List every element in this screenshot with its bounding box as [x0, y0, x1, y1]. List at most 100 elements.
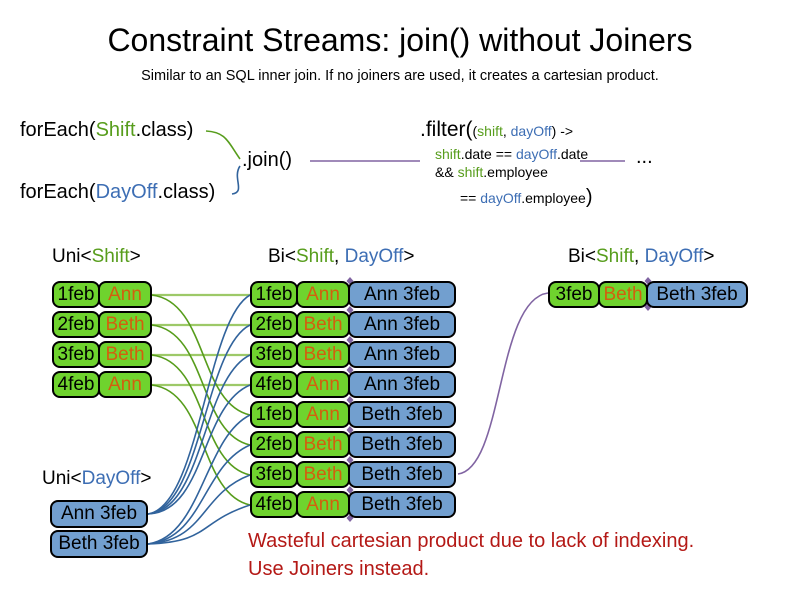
shift-date-cell: 4feb: [52, 371, 100, 398]
shift-cross-lines: [151, 294, 251, 506]
shift-employee-cell: Beth: [296, 311, 350, 338]
code-text: .class): [157, 181, 216, 203]
code-text: ==: [460, 190, 481, 206]
shift-date-cell: 4feb: [250, 491, 298, 518]
shift-employee-cell: Beth: [296, 431, 350, 458]
shift-employee-cell: Ann: [296, 401, 350, 428]
header-text: Uni<: [42, 468, 82, 489]
dayoff-arg-token: dayOff: [515, 146, 557, 162]
filter-head: .filter(: [420, 118, 473, 141]
header-text: ,: [634, 246, 645, 267]
comma: ,: [502, 123, 511, 139]
code-text: &&: [435, 164, 458, 180]
dayoff-pair-cell: Beth 3feb: [348, 431, 456, 458]
shift-date-cell: 2feb: [52, 311, 100, 338]
shift-type-token: Shift: [596, 246, 635, 267]
shift-date-cell: 1feb: [250, 281, 298, 308]
shift-date-cell: 1feb: [52, 281, 100, 308]
shift-arg-token: shift: [457, 164, 484, 180]
shift-date-cell: 3feb: [548, 281, 600, 308]
dayoff-type-token: DayOff: [344, 246, 404, 267]
shift-date-cell: 3feb: [250, 341, 298, 368]
page-subtitle: Similar to an SQL inner join. If no join…: [141, 68, 659, 84]
code-join: .join(): [242, 149, 293, 171]
shift-employee-cell: Ann: [98, 281, 152, 308]
shift-date-cell: 1feb: [250, 401, 298, 428]
header-uni-shift: Uni<Shift>: [52, 246, 141, 268]
shift-date-cell: 2feb: [250, 311, 298, 338]
dayoff-class-token: DayOff: [95, 181, 158, 203]
code-filter-line2: shift.date == dayOff.date: [435, 146, 588, 162]
warning-line: Use Joiners instead.: [248, 558, 430, 580]
dayoff-arg-token: dayOff: [480, 190, 522, 206]
arrow: ) ->: [551, 123, 574, 139]
code-filter-line1: .filter((shift, dayOff) ->: [420, 118, 573, 142]
header-uni-dayoff: Uni<DayOff>: [42, 468, 152, 490]
code-text: .employee: [483, 164, 548, 180]
shift-arg-token: shift: [477, 123, 503, 139]
dayoff-pair-cell: Beth 3feb: [348, 491, 456, 518]
shift-date-cell: 2feb: [250, 431, 298, 458]
dayoff-pair-cell: Beth 3feb: [348, 461, 456, 488]
shift-employee-cell: Beth: [296, 341, 350, 368]
dayoff-pair-cell: Beth 3feb: [646, 281, 748, 308]
code-text: .date ==: [460, 146, 516, 162]
dayoff-type-token: DayOff: [81, 468, 141, 489]
page-title: Constraint Streams: join() without Joine…: [107, 22, 693, 58]
shift-class-token: Shift: [95, 119, 136, 141]
shift-direct-lines: [152, 293, 250, 387]
shift-employee-cell: Ann: [296, 371, 350, 398]
header-text: >: [403, 246, 415, 267]
shift-employee-cell: Beth: [598, 281, 648, 308]
code-filter-line3: && shift.employee: [435, 164, 548, 180]
dayoff-brace-line: [231, 165, 241, 195]
shift-date-cell: 3feb: [52, 341, 100, 368]
shift-date-cell: 4feb: [250, 371, 298, 398]
dayoff-pair-cell: Ann 3feb: [348, 311, 456, 338]
header-bi-right: Bi<Shift, DayOff>: [568, 246, 714, 268]
header-text: ,: [334, 246, 345, 267]
paren: (: [472, 123, 478, 139]
shift-employee-cell: Ann: [296, 281, 350, 308]
code-text: forEach(: [20, 181, 96, 203]
header-text: >: [140, 468, 152, 489]
dayoff-pair-cell: Ann 3feb: [348, 281, 456, 308]
shift-employee-cell: Beth: [296, 461, 350, 488]
dayoff-pair-cell: Beth 3feb: [348, 401, 456, 428]
closing-paren: ): [585, 186, 593, 208]
code-text: .class): [135, 119, 194, 141]
header-text: Bi<: [268, 246, 296, 267]
dayoff-row: Beth 3feb: [50, 530, 148, 558]
dayoff-cross-lines: [147, 294, 251, 545]
code-ellipsis: ...: [636, 146, 653, 168]
dayoff-type-token: DayOff: [644, 246, 704, 267]
shift-type-token: Shift: [296, 246, 335, 267]
shift-employee-cell: Beth: [98, 341, 152, 368]
shift-employee-cell: Ann: [98, 371, 152, 398]
header-bi-mid: Bi<Shift, DayOff>: [268, 246, 414, 268]
warning-line: Wasteful cartesian product due to lack o…: [248, 530, 695, 552]
filter-survivor-line: [457, 292, 549, 475]
shift-type-token: Shift: [91, 246, 130, 267]
code-foreach-dayoff: forEach(DayOff.class): [20, 181, 215, 204]
shift-arg-token: shift: [435, 146, 461, 162]
dayoff-pair-cell: Ann 3feb: [348, 371, 456, 398]
code-filter-line4: == dayOff.employee): [460, 186, 593, 209]
header-text: Uni<: [52, 246, 92, 267]
dayoff-row: Ann 3feb: [50, 500, 148, 528]
header-text: >: [129, 246, 141, 267]
code-foreach-shift: forEach(Shift.class): [20, 119, 193, 142]
shift-employee-cell: Ann: [296, 491, 350, 518]
shift-date-cell: 3feb: [250, 461, 298, 488]
